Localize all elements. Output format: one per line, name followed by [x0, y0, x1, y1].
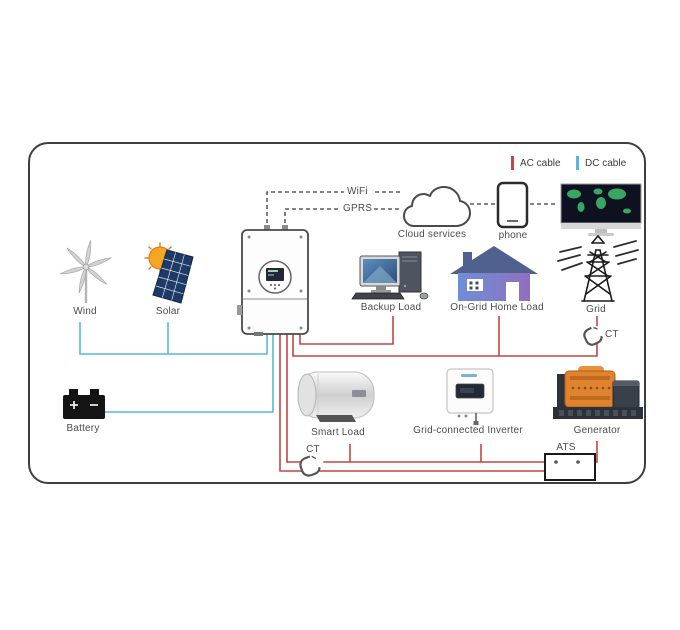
wifi-signal-line [266, 191, 344, 230]
phone-label: phone [498, 230, 528, 241]
dc-cables [79, 322, 274, 413]
dc-cable-wind-solar [79, 322, 268, 355]
ac-cable-home-load-grid [292, 316, 598, 357]
cloud-icon [403, 186, 471, 227]
ac-cable-smart-load-bus [286, 334, 553, 463]
backup-load-icon [351, 251, 429, 300]
ac-cable-label: AC cable [520, 157, 561, 169]
ac-cable-ats-sense [279, 334, 559, 472]
dc-cable-battery [99, 334, 274, 413]
wifi-label: WiFi [347, 186, 368, 197]
dc-cable-swatch [576, 156, 579, 170]
wind-turbine-icon [59, 240, 112, 303]
ac-cable-backup-load [299, 316, 394, 345]
battery-icon [63, 389, 105, 419]
wind-label: Wind [73, 306, 97, 317]
on-grid-home-load-label: On-Grid Home Load [450, 302, 544, 313]
generator-label: Generator [573, 425, 621, 436]
ct-load-label: CT [306, 444, 320, 455]
home-load-icon [450, 246, 538, 301]
solar-label: Solar [155, 306, 181, 317]
solar-panel-icon [144, 242, 194, 304]
monitor-icon [560, 183, 642, 236]
generator-icon [553, 366, 643, 419]
diagram-frame [28, 142, 646, 484]
grid-label: Grid [586, 304, 606, 315]
grid-connected-inverter-icon [446, 368, 494, 425]
legend-ac: AC cable [511, 156, 561, 170]
hybrid-inverter-icon [237, 225, 309, 336]
gprs-signal-line [284, 208, 340, 230]
signal-lines [266, 191, 558, 230]
legend-dc: DC cable [576, 156, 626, 170]
backup-load-label: Backup Load [360, 302, 422, 313]
ct-grid-label: CT [605, 329, 619, 340]
battery-label: Battery [66, 423, 100, 434]
gprs-label: GPRS [343, 203, 373, 214]
cloud-services-label: Cloud services [397, 229, 467, 240]
ats-box [544, 453, 596, 481]
smart-load-icon [297, 371, 375, 422]
smart-load-label: Smart Load [311, 427, 365, 438]
dc-cable-label: DC cable [585, 157, 627, 169]
phone-icon [496, 181, 529, 229]
ac-cable-swatch [511, 156, 514, 170]
grid-connected-inverter-label: Grid-connected Inverter [413, 425, 523, 436]
ct-clamp-grid-icon [583, 324, 605, 346]
ats-label: ATS [556, 442, 576, 453]
grid-tower-icon [557, 235, 639, 302]
ct-clamp-load-icon [299, 452, 324, 477]
